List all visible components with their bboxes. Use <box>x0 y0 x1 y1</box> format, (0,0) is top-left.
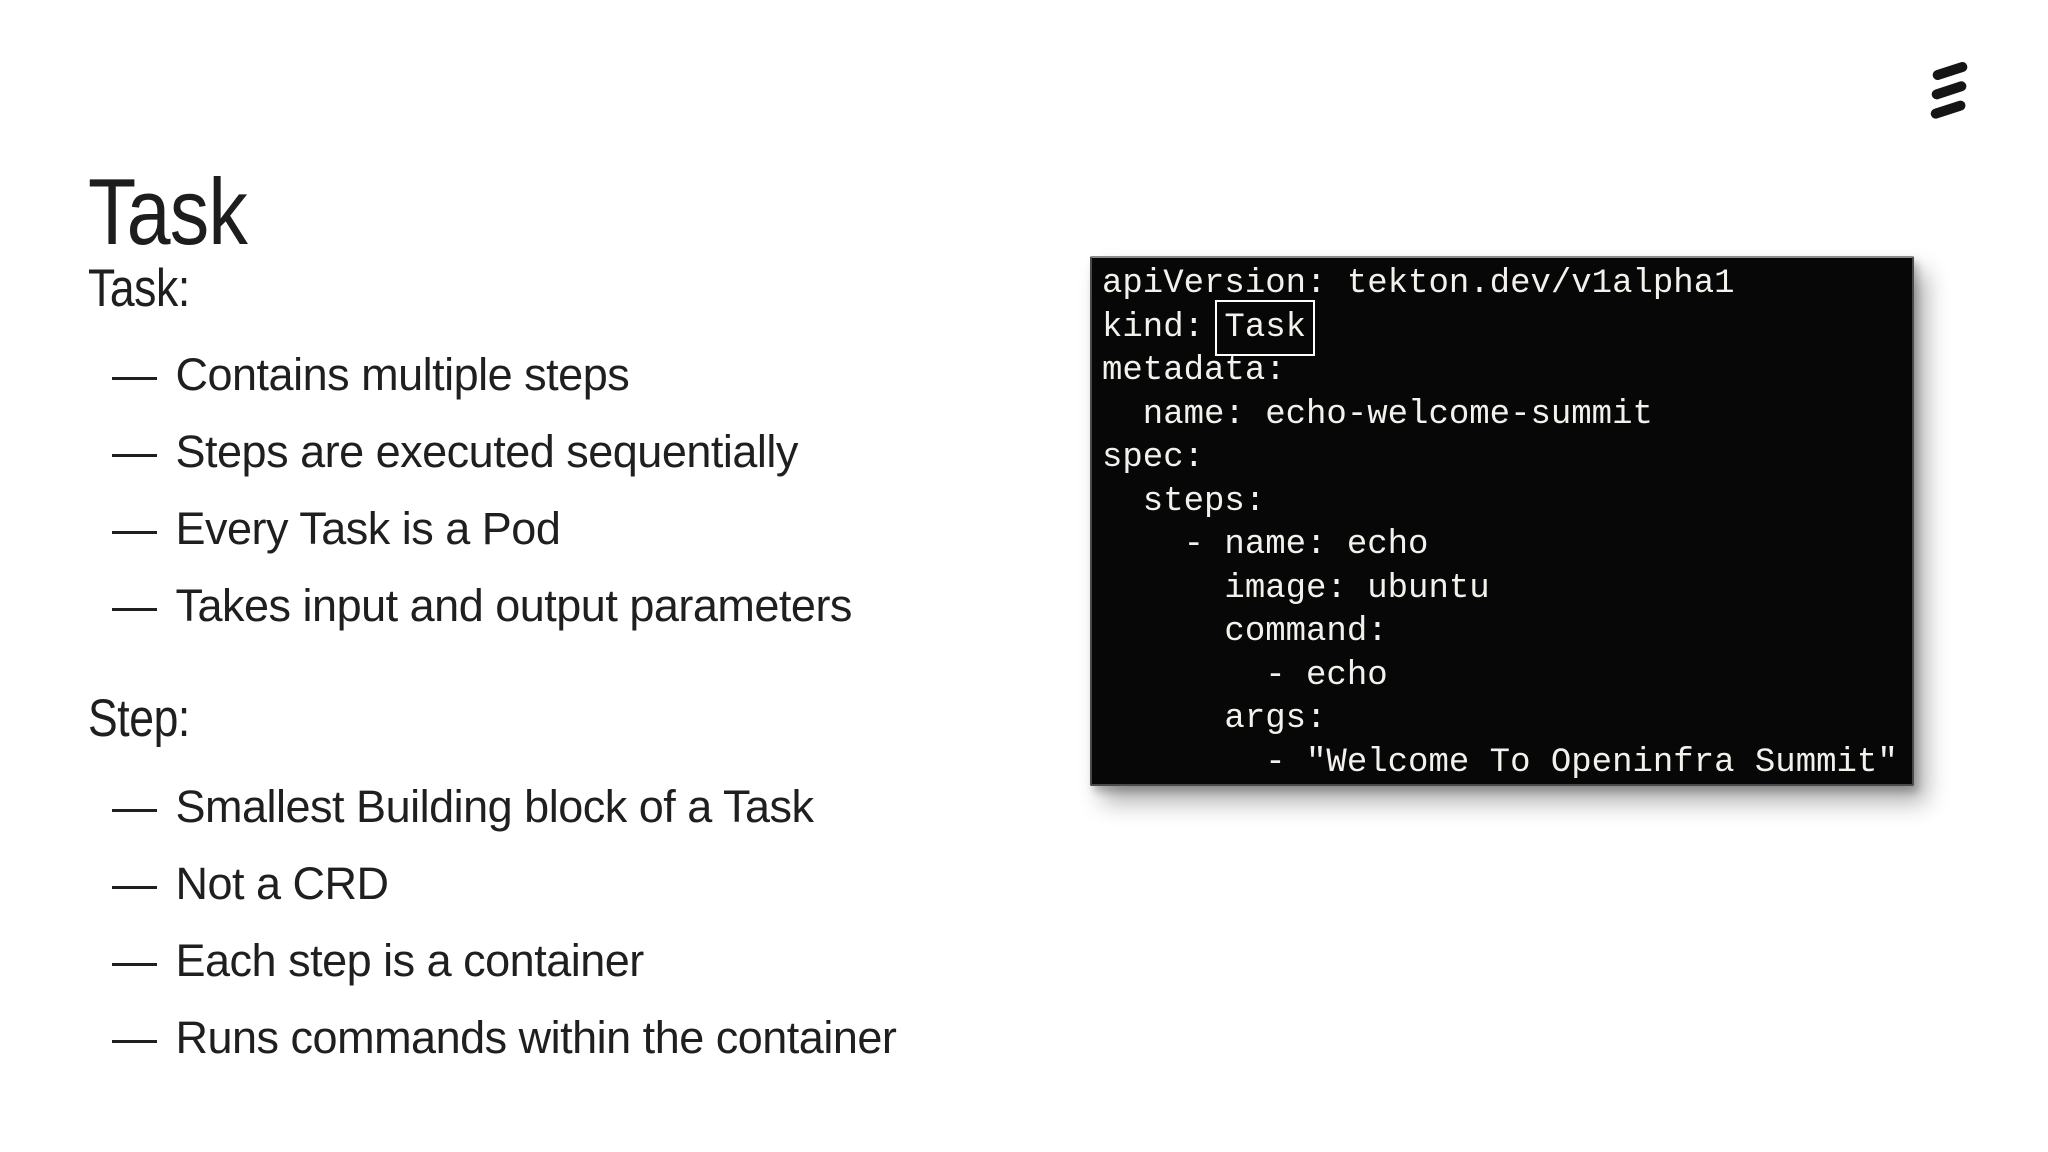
list-item: — Every Task is a Pod <box>88 490 852 567</box>
bullet-dash: — <box>112 580 157 631</box>
logo-bar <box>1930 79 1968 101</box>
code-line: image: ubuntu <box>1102 569 1490 608</box>
list-item: — Contains multiple steps <box>88 336 852 413</box>
bullet-dash: — <box>112 349 157 400</box>
code-line: command: <box>1102 613 1388 651</box>
bullet-dash: — <box>112 858 157 909</box>
yaml-code-block: apiVersion: tekton.dev/v1alpha1 kind: Ta… <box>1090 256 1914 786</box>
list-item: — Steps are executed sequentially <box>88 413 852 490</box>
bullet-text: Smallest Building block of a Task <box>175 781 815 832</box>
bullet-dash: — <box>112 503 157 554</box>
bullet-text: Takes input and output parameters <box>175 580 853 631</box>
logo-bar <box>1931 60 1969 82</box>
bullet-text: Steps are executed sequentially <box>175 426 799 477</box>
kind-task-highlight-box: Task <box>1215 299 1316 356</box>
list-item: — Each step is a container <box>88 922 896 999</box>
bullet-text: Each step is a container <box>175 935 645 986</box>
code-line: metadata: <box>1102 352 1286 390</box>
bullet-text: Every Task is a Pod <box>175 503 561 554</box>
code-line: steps: <box>1102 482 1266 521</box>
kind-prefix: kind: <box>1102 308 1225 347</box>
section-label-task: Task: <box>88 259 190 318</box>
bullet-text: Contains multiple steps <box>175 349 630 400</box>
logo-bar <box>1929 99 1967 120</box>
ericsson-logo-icon <box>1929 60 1974 126</box>
code-line: args: <box>1102 700 1327 738</box>
code-line: - echo <box>1102 656 1388 695</box>
bullet-text: Not a CRD <box>175 858 390 909</box>
code-line: apiVersion: tekton.dev/v1alpha1 <box>1102 265 1735 303</box>
bullet-dash: — <box>112 935 157 986</box>
code-line: kind: Task <box>1102 299 1912 356</box>
code-line: name: echo-welcome-summit <box>1102 395 1653 434</box>
bullet-text: Runs commands within the container <box>175 1012 897 1063</box>
section-label-step: Step: <box>88 689 190 748</box>
list-item: — Runs commands within the container <box>88 999 897 1076</box>
task-bullet-list: — Contains multiple steps — Steps are ex… <box>88 336 852 644</box>
bullet-dash: — <box>112 426 157 477</box>
list-item: — Takes input and output parameters <box>88 567 852 644</box>
page-title: Task <box>88 158 248 264</box>
code-line: spec: <box>1102 439 1205 477</box>
bullet-dash: — <box>112 781 157 832</box>
code-line: - name: echo <box>1102 526 1429 564</box>
list-item: — Not a CRD <box>88 845 896 922</box>
list-item: — Smallest Building block of a Task <box>88 768 896 845</box>
step-bullet-list: — Smallest Building block of a Task — No… <box>88 768 897 1076</box>
bullet-dash: — <box>112 1012 157 1063</box>
code-line: - "Welcome To Openinfra Summit" <box>1102 743 1898 782</box>
